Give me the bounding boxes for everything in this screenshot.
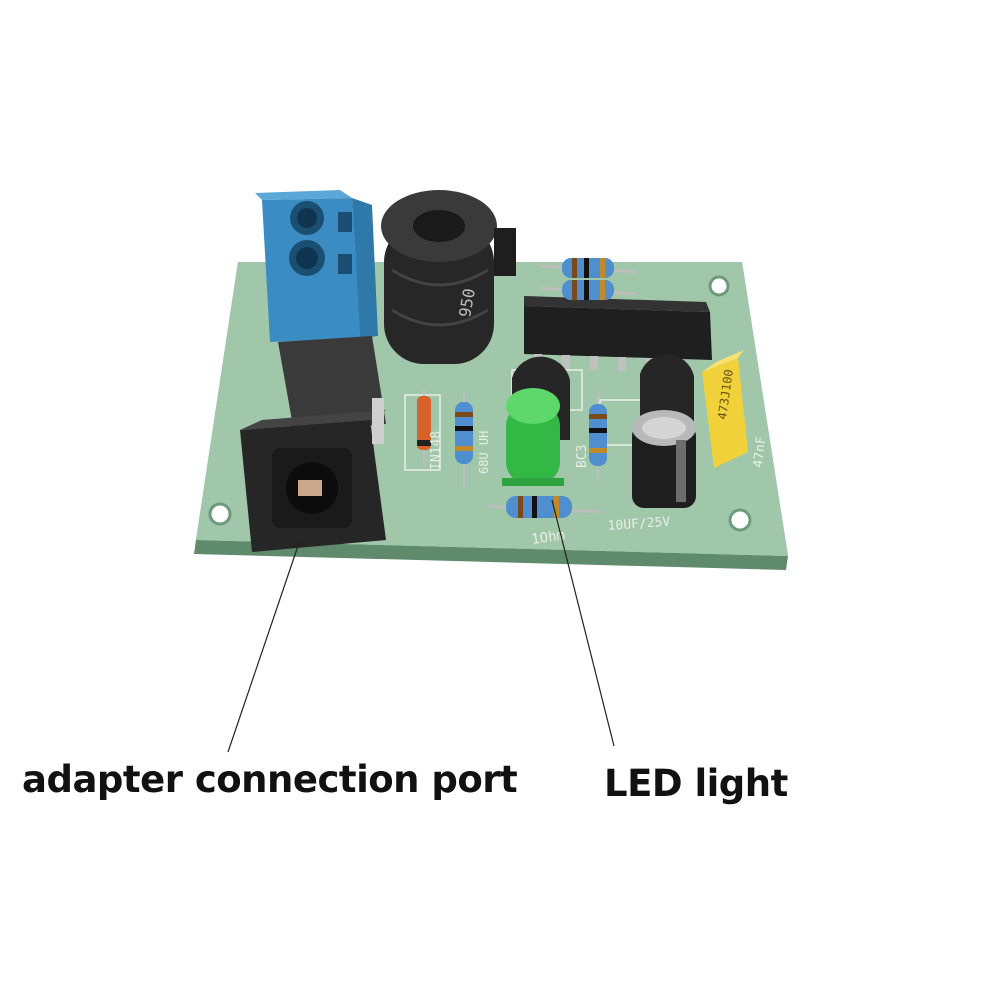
transistor-code-label: BC3 (575, 445, 590, 468)
dc-barrel-jack (240, 336, 386, 552)
inductor: 950 (381, 190, 516, 364)
electrolytic-capacitor: 10UF/25V (607, 410, 696, 534)
mounting-hole (708, 275, 730, 297)
resistor: 68U UH (455, 392, 491, 488)
electrolytic-value-label: 10UF/25V (607, 515, 671, 534)
inductor-value-label: 68U UH (477, 431, 491, 474)
resistor (589, 390, 607, 482)
led-light-callout: LED light (604, 762, 788, 805)
resistor (539, 258, 637, 278)
transistor (640, 354, 694, 426)
film-cap-value-label: 47nF (751, 436, 769, 469)
inductor-code-label: 950 (455, 287, 479, 319)
led-leader-line (551, 499, 615, 747)
adapter-leader-line (227, 539, 301, 753)
led (502, 388, 564, 486)
film-capacitor: 473J100 47nF (702, 350, 769, 468)
mounting-hole (208, 502, 232, 526)
resistor-value-label: 1Ohm (530, 527, 566, 548)
resistor (539, 280, 637, 300)
diode: IN148 (417, 388, 444, 470)
terminal-block (255, 190, 378, 342)
film-cap-code-label: 473J100 (715, 368, 736, 420)
mounting-hole (728, 508, 752, 532)
adapter-port-callout: adapter connection port (22, 758, 518, 801)
diode-part-label: IN148 (429, 431, 444, 470)
ic-chip (524, 296, 712, 373)
